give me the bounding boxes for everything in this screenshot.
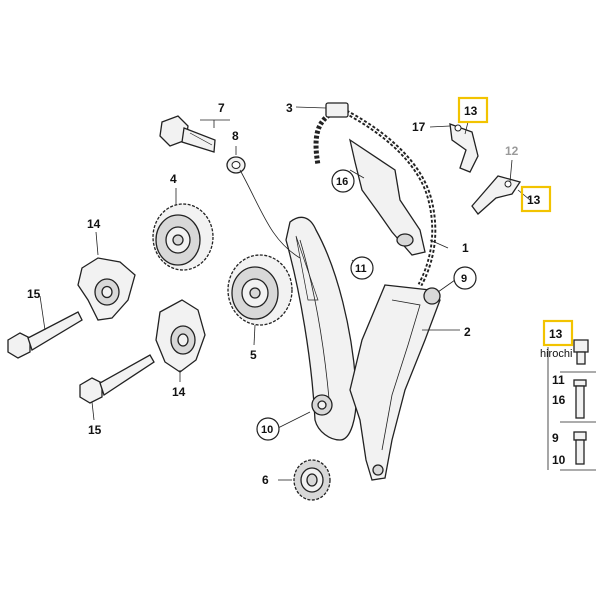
label-16: 16 xyxy=(336,176,348,188)
label-10: 10 xyxy=(261,424,273,436)
label-13-upper: 13 xyxy=(464,104,478,118)
label-5: 5 xyxy=(250,348,257,362)
label-1: 1 xyxy=(462,241,469,255)
chain-guide-upper xyxy=(349,138,426,256)
legend-label-10: 10 xyxy=(552,453,566,467)
slide-rail xyxy=(349,284,441,481)
label-8: 8 xyxy=(232,129,239,143)
label-14-upper: 14 xyxy=(87,217,101,231)
legend-bolts xyxy=(547,339,596,471)
label-15-upper: 15 xyxy=(27,287,41,301)
sensor-wheel-upper xyxy=(77,257,136,321)
legend-label-16: 16 xyxy=(552,393,566,407)
callout-11: 11 xyxy=(350,256,374,280)
callout-10: 10 xyxy=(256,417,280,441)
timing-chain xyxy=(313,102,437,287)
bolt-lower xyxy=(79,354,155,404)
sensor-wheel-lower xyxy=(155,299,206,373)
bolt-upper xyxy=(7,311,83,359)
legend-label-11: 11 xyxy=(552,373,565,387)
label-15-lower: 15 xyxy=(88,423,102,437)
crank-sprocket xyxy=(293,459,331,501)
bracket-12 xyxy=(471,175,522,215)
label-6: 6 xyxy=(262,473,269,487)
label-9: 9 xyxy=(461,273,467,285)
washer xyxy=(226,156,246,174)
tensioner-rail xyxy=(285,216,357,441)
legend-label-13: 13 xyxy=(549,327,563,341)
label-14-lower: 14 xyxy=(172,385,186,399)
label-2: 2 xyxy=(464,325,471,339)
label-13-right: 13 xyxy=(527,193,541,207)
label-7: 7 xyxy=(218,101,225,115)
label-4: 4 xyxy=(170,172,177,186)
bracket-17 xyxy=(449,123,479,173)
label-12: 12 xyxy=(505,144,519,158)
leader-lines xyxy=(39,106,531,481)
label-3: 3 xyxy=(286,101,293,115)
callout-9: 9 xyxy=(453,266,477,290)
label-17: 17 xyxy=(412,120,426,134)
central-bolt xyxy=(159,115,216,153)
highlight-13-right: 13 xyxy=(520,185,552,213)
label-11: 11 xyxy=(355,263,367,275)
legend-13: 13 xyxy=(542,319,574,347)
camshaft-adjuster-exhaust xyxy=(227,254,293,326)
callout-16: 16 xyxy=(331,169,355,193)
highlight-13-upper: 13 xyxy=(457,96,489,124)
watermark-text: hirochi xyxy=(540,348,572,360)
legend-label-9: 9 xyxy=(552,431,559,445)
camshaft-adjuster-intake xyxy=(152,203,214,271)
